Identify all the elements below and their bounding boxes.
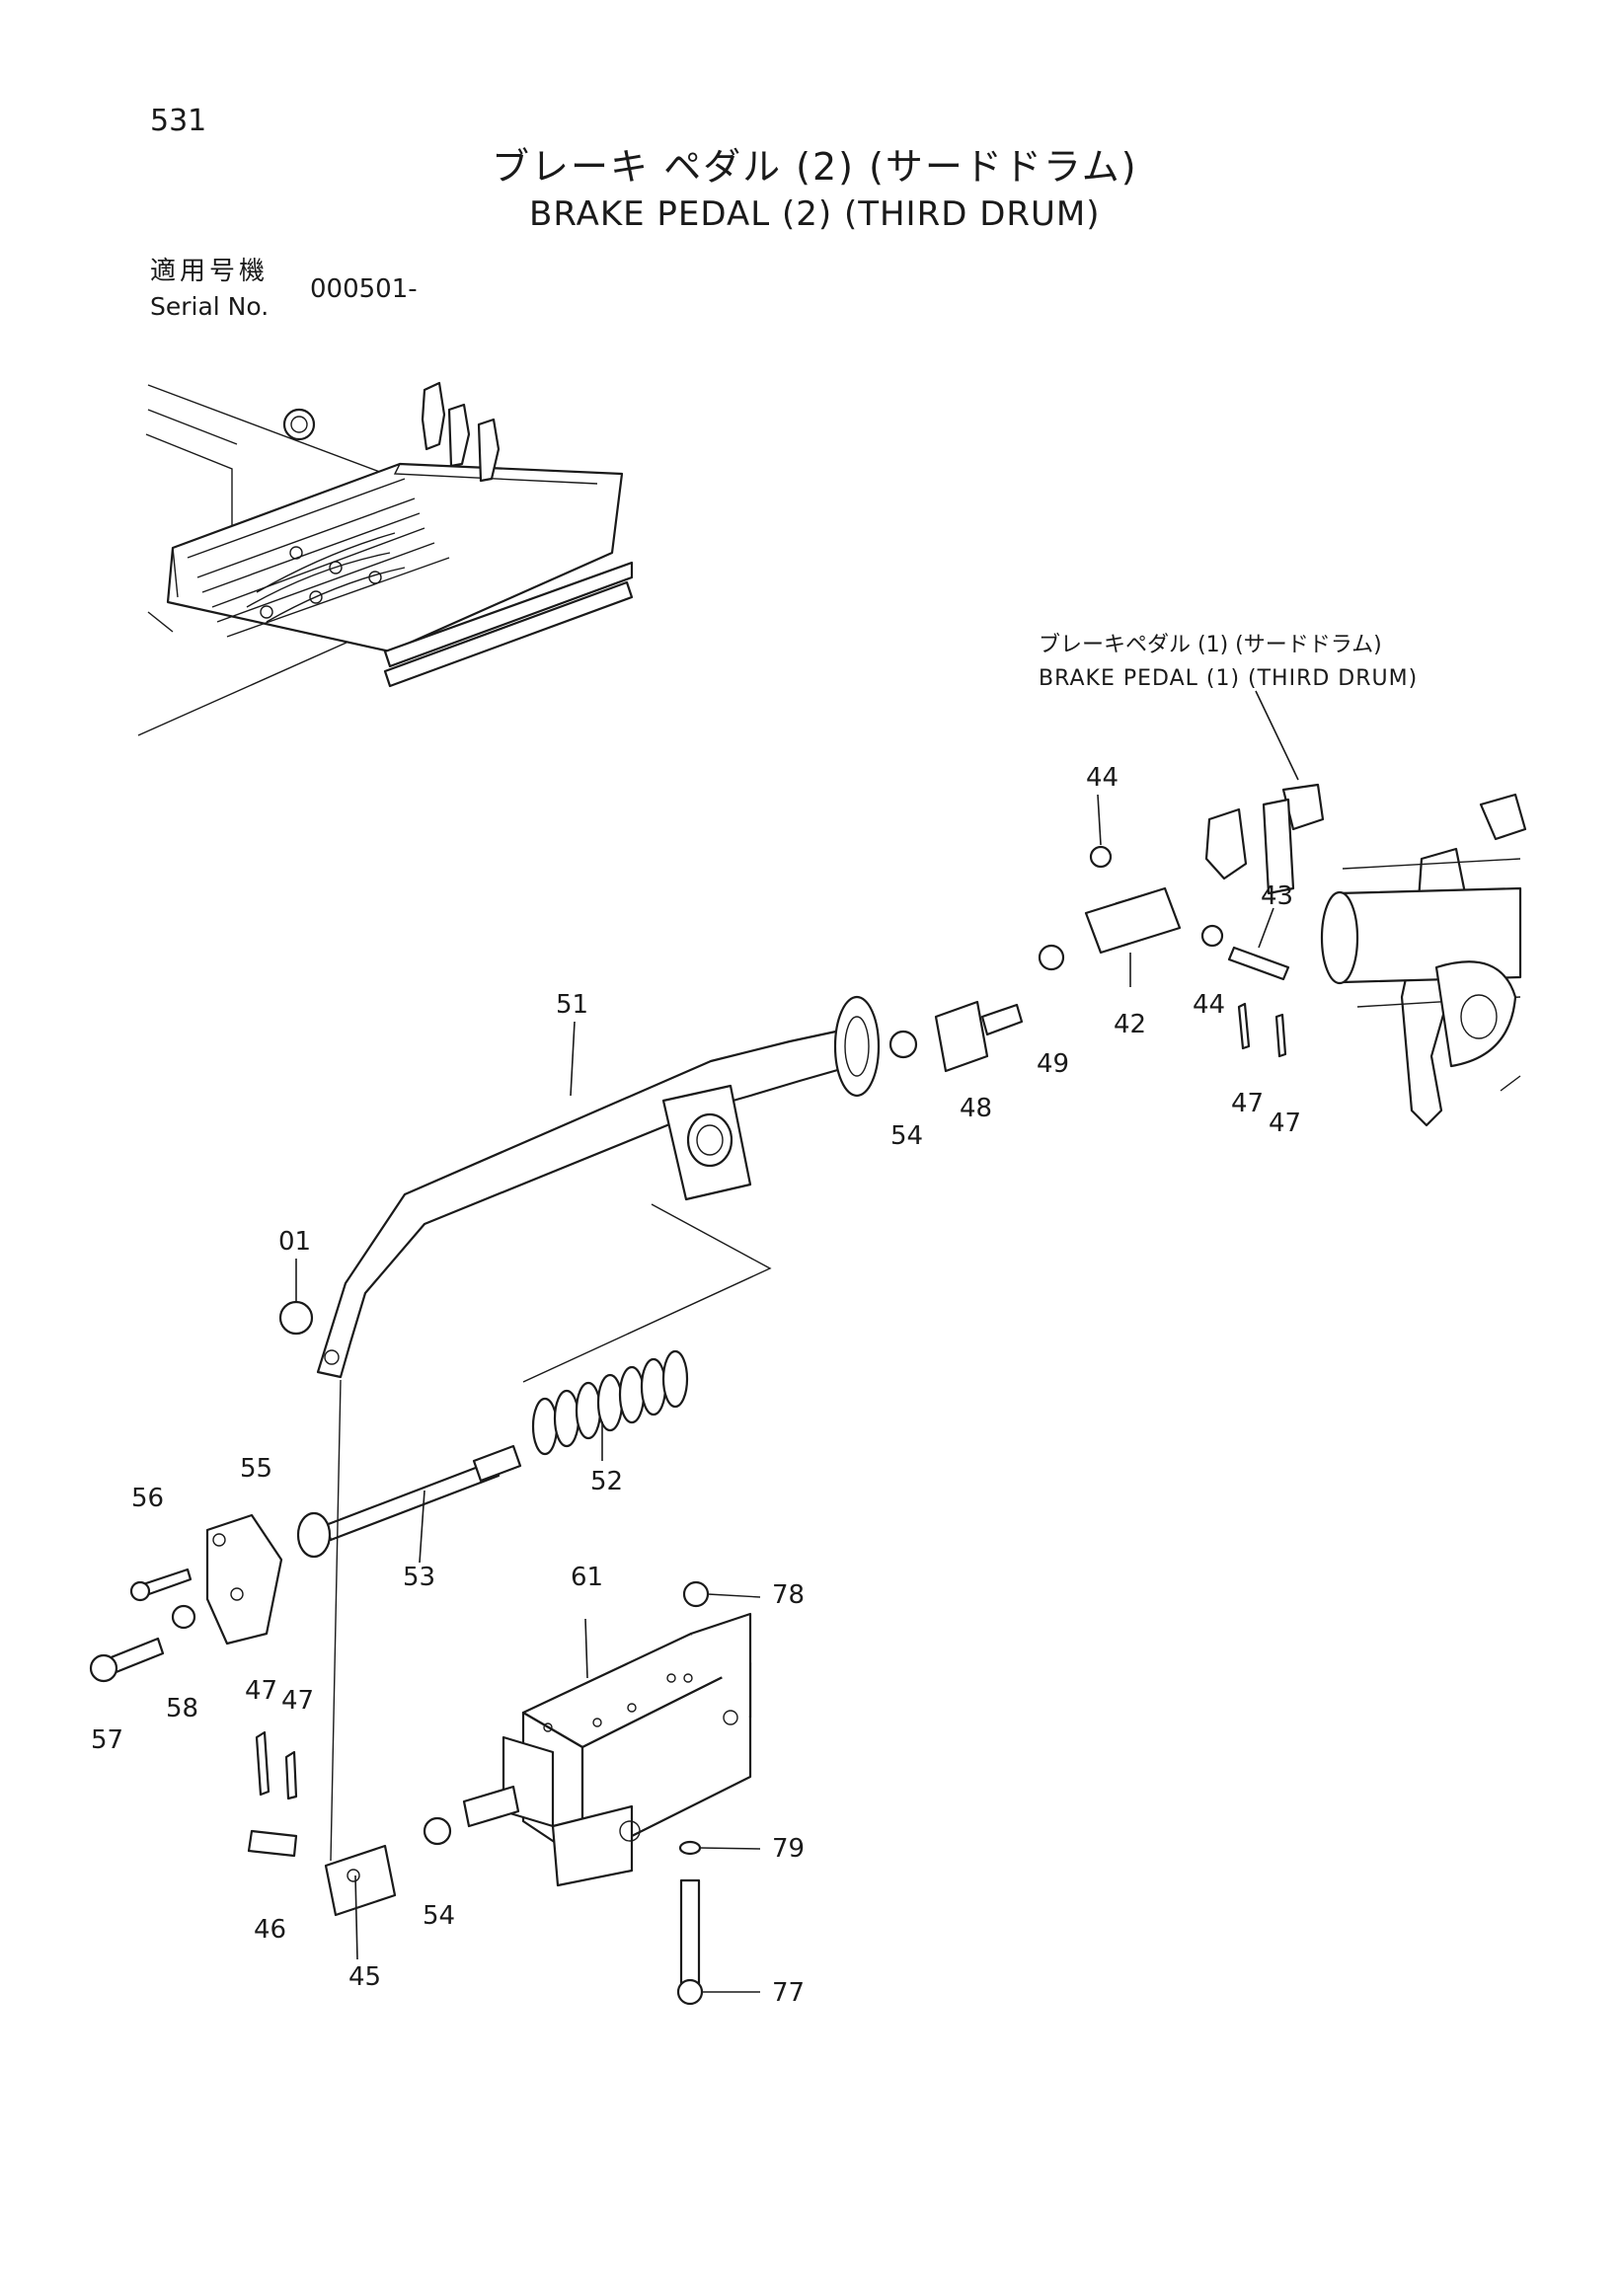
callout-47: 47 xyxy=(1269,1109,1302,1138)
serial-number-value: 000501- xyxy=(310,274,418,304)
spring-part xyxy=(531,1349,689,1456)
brake-pedal-1-reference-drawing xyxy=(1204,690,1527,1127)
plate-and-bolts xyxy=(89,1513,283,1683)
title-english: BRAKE PEDAL (2) (THIRD DRUM) xyxy=(529,194,1101,234)
callout-52: 52 xyxy=(590,1467,624,1496)
clevis-and-pins-lower xyxy=(247,1379,452,1917)
callout-46: 46 xyxy=(254,1915,287,1945)
title-japanese: ブレーキ ペダル (2) (サードドラム) xyxy=(492,145,1138,189)
callout-54: 54 xyxy=(423,1901,456,1931)
callout-53: 53 xyxy=(403,1563,436,1592)
callout-58: 58 xyxy=(166,1694,199,1723)
reference-label-japanese: ブレーキペダル (1) (サードドラム) xyxy=(1039,633,1382,657)
callout-57: 57 xyxy=(91,1725,124,1755)
valve-body-part xyxy=(462,1612,752,1887)
callout-01: 01 xyxy=(278,1227,312,1257)
callout-55: 55 xyxy=(240,1454,273,1484)
callout-42: 42 xyxy=(1114,1010,1147,1039)
callout-47: 47 xyxy=(245,1676,278,1706)
callout-51: 51 xyxy=(556,990,589,1020)
callout-leader-lines xyxy=(295,794,1274,1960)
callout-79: 79 xyxy=(772,1834,806,1864)
callout-49: 49 xyxy=(1037,1049,1070,1079)
callout-44: 44 xyxy=(1193,990,1226,1020)
callout-54: 54 xyxy=(890,1121,924,1151)
right-side-small-parts xyxy=(888,845,1290,1073)
callout-47: 47 xyxy=(281,1686,315,1716)
overview-frame-drawing xyxy=(137,381,634,736)
callout-61: 61 xyxy=(571,1563,604,1592)
callout-48: 48 xyxy=(960,1094,993,1123)
callout-44: 44 xyxy=(1086,763,1119,793)
reference-label-english: BRAKE PEDAL (1) (THIRD DRUM) xyxy=(1039,666,1419,691)
serial-label-english: Serial No. xyxy=(150,292,270,321)
callout-45: 45 xyxy=(348,1962,382,1992)
rod-part xyxy=(296,1444,522,1559)
page-number: 531 xyxy=(150,104,207,138)
callout-56: 56 xyxy=(131,1484,165,1513)
serial-label-japanese: 適用号機 xyxy=(150,257,270,286)
callout-78: 78 xyxy=(772,1580,806,1610)
callout-47: 47 xyxy=(1231,1089,1265,1118)
bolt-and-washer-parts xyxy=(676,1580,761,2006)
pedal-arm-part xyxy=(278,995,881,1383)
callout-77: 77 xyxy=(772,1978,806,2008)
callout-43: 43 xyxy=(1261,881,1294,911)
